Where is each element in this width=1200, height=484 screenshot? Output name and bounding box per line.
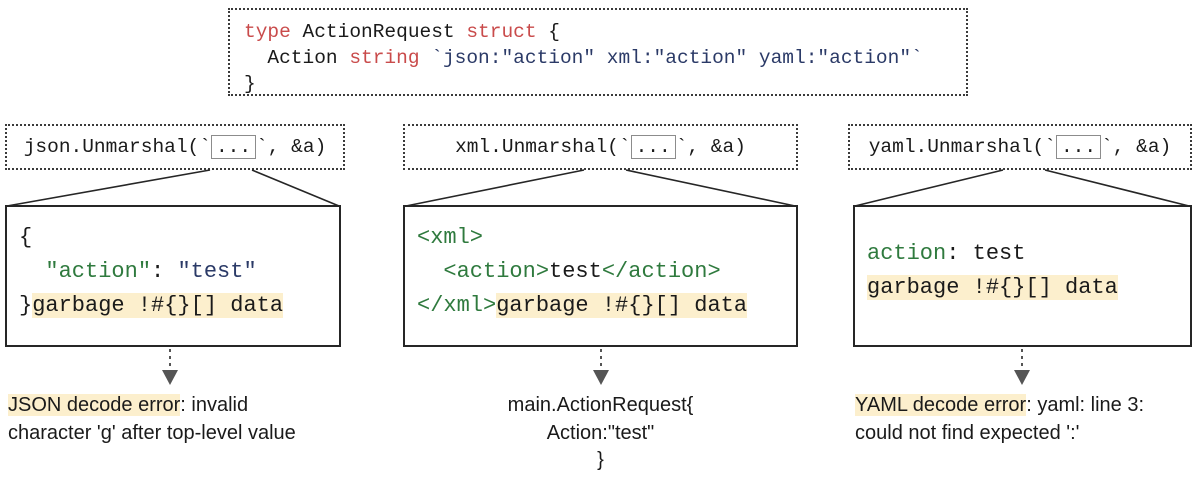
payload-token-garbage: garbage !#{}[] data	[496, 293, 748, 318]
payload-box-json: { "action": "test" }garbage !#{}[] data	[5, 205, 341, 347]
payload-placeholder-chip-yaml: ...	[1055, 135, 1102, 159]
payload-box-xml: <xml> <action>test</action> </xml>garbag…	[403, 205, 798, 347]
payload-token-key: action	[867, 241, 947, 266]
keyword-type: type	[244, 21, 291, 43]
open-brace: {	[536, 21, 560, 43]
payload-placeholder-chip-json: ...	[210, 135, 257, 159]
payload-line: action: test	[855, 237, 1190, 271]
unmarshal-call-text-yaml: yaml.Unmarshal(`...`, &a)	[868, 135, 1172, 159]
unmarshal-call-yaml: yaml.Unmarshal(`...`, &a)	[848, 124, 1192, 170]
keyword-struct: struct	[466, 21, 537, 43]
payload-line: {	[7, 221, 339, 255]
payload-token-value: test	[549, 259, 602, 284]
result-detail-yaml: : yaml: line 3: could not find expected …	[855, 394, 1145, 444]
payload-line: }garbage !#{}[] data	[7, 289, 339, 323]
payload-token: }	[19, 293, 33, 318]
payload-token-key: "action"	[45, 259, 152, 284]
struct-line-close: }	[244, 71, 966, 97]
struct-declaration-box: type ActionRequest struct { Action strin…	[228, 8, 968, 96]
payload-token-value: : test	[946, 241, 1026, 266]
result-label-json: JSON decode error	[8, 394, 181, 416]
funnel-connector-json	[6, 169, 340, 207]
payload-token-value: "test"	[177, 259, 257, 284]
result-detail-json: : invalid character 'g' after top-level …	[8, 394, 296, 444]
unmarshal-call-json: json.Unmarshal(`...`, &a)	[5, 124, 345, 170]
unmarshal-call-xml: xml.Unmarshal(`...`, &a)	[403, 124, 798, 170]
payload-line: garbage !#{}[] data	[855, 271, 1190, 305]
payload-line: <action>test</action>	[405, 255, 796, 289]
payload-token-tag: <action>	[443, 259, 550, 284]
payload-token	[19, 259, 45, 284]
payload-placeholder-chip-xml: ...	[630, 135, 676, 159]
payload-token-tag: </xml>	[417, 293, 497, 318]
result-text-xml: main.ActionRequest{ Action:"test" }	[403, 392, 798, 475]
payload-token: :	[151, 259, 178, 284]
struct-type-name: ActionRequest	[290, 21, 467, 43]
result-text-json: JSON decode error: invalid character 'g'…	[8, 392, 308, 447]
result-detail-xml: main.ActionRequest{ Action:"test" }	[507, 394, 694, 471]
payload-token	[417, 259, 443, 284]
call-prefix-json: json.Unmarshal(`	[23, 136, 211, 158]
struct-tag: `json:"action" xml:"action" yaml:"action…	[419, 47, 923, 69]
field-name-action: Action	[244, 47, 350, 69]
struct-line-type: type ActionRequest struct {	[244, 19, 966, 45]
flow-arrow-yaml	[1014, 349, 1030, 385]
payload-line: <xml>	[405, 221, 796, 255]
call-suffix-xml: `, &a)	[675, 136, 746, 158]
close-brace: }	[244, 73, 256, 95]
payload-line: </xml>garbage !#{}[] data	[405, 289, 796, 323]
payload-line: "action": "test"	[7, 255, 339, 289]
call-prefix-xml: xml.Unmarshal(`	[455, 136, 631, 158]
payload-token-tag: </action>	[601, 259, 721, 284]
call-prefix-yaml: yaml.Unmarshal(`	[868, 136, 1056, 158]
struct-line-field: Action string `json:"action" xml:"action…	[244, 45, 966, 71]
payload-token-tag: <xml>	[417, 225, 484, 250]
payload-token: {	[19, 225, 33, 250]
call-suffix-yaml: `, &a)	[1101, 136, 1172, 158]
unmarshal-call-text-xml: xml.Unmarshal(`...`, &a)	[455, 135, 746, 159]
payload-box-yaml: action: test garbage !#{}[] data	[853, 205, 1192, 347]
funnel-connector-xml	[405, 169, 796, 207]
call-suffix-json: `, &a)	[256, 136, 327, 158]
payload-token-garbage: garbage !#{}[] data	[867, 275, 1118, 300]
payload-token-garbage: garbage !#{}[] data	[32, 293, 284, 318]
flow-arrow-json	[162, 349, 178, 385]
result-label-yaml: YAML decode error	[855, 394, 1027, 416]
unmarshal-call-text-json: json.Unmarshal(`...`, &a)	[23, 135, 327, 159]
funnel-connector-yaml	[854, 169, 1190, 207]
field-type-string: string	[349, 47, 420, 69]
result-text-yaml: YAML decode error: yaml: line 3: could n…	[855, 392, 1195, 447]
flow-arrow-xml	[593, 349, 609, 385]
